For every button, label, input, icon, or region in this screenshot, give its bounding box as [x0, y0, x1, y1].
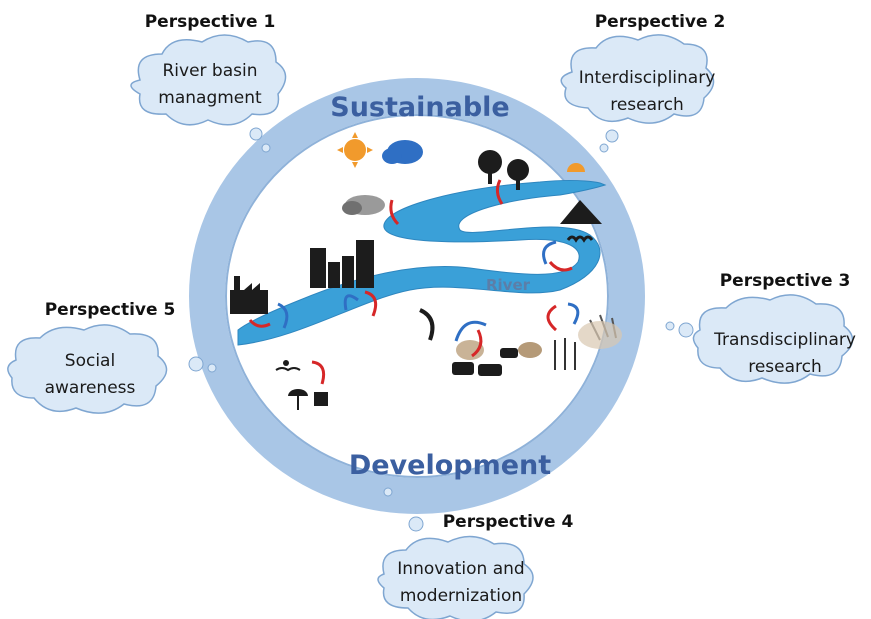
perspective-2-line-1: Interdisciplinary [578, 68, 716, 88]
wetland-icon [566, 235, 594, 243]
perspective-2-line-2: research [610, 95, 684, 115]
perspective-4-line-1: Innovation and [397, 559, 525, 579]
trees-icon [478, 150, 529, 190]
perspective-3-line-2: research [748, 357, 822, 377]
perspective-4-title: Perspective 4 [442, 512, 574, 532]
beach-umbrella-icon [288, 389, 328, 410]
perspective-1-line-1: River basin [162, 61, 258, 81]
cloud-bubble-5 [7, 324, 217, 414]
mountain-icon [560, 200, 602, 224]
cycle-arrow-icon [248, 179, 580, 385]
perspective-1-line-2: managment [158, 88, 262, 108]
sun-icon [337, 132, 373, 168]
cloud-bubble-4 [377, 487, 534, 619]
livestock-icon [452, 348, 518, 376]
ring-label-top: Sustainable [330, 92, 510, 123]
factory-icon [230, 276, 268, 314]
perspective-3-title: Perspective 3 [719, 271, 851, 291]
rain-cloud-icon [382, 140, 423, 164]
ring-label-bottom: Development [348, 450, 552, 481]
cloud-bubble-2 [560, 34, 715, 153]
perspective-5-line-2: awareness [44, 378, 136, 398]
river-label: River [485, 276, 531, 294]
swimmer-icon [275, 360, 301, 372]
cloud-bubble-1 [130, 34, 287, 153]
perspective-5-line-1: Social [64, 351, 116, 371]
perspective-5-title: Perspective 5 [44, 300, 176, 320]
sun-icon [567, 163, 585, 172]
buildings-icon [310, 240, 374, 288]
perspective-2-title: Perspective 2 [594, 12, 726, 32]
perspective-4-line-2: modernization [399, 586, 523, 606]
cloud-bubble-3 [665, 294, 854, 384]
perspective-3-line-1: Transdisciplinary [714, 330, 856, 350]
crops-icon [456, 314, 622, 370]
storm-cloud-icon [342, 195, 385, 215]
river [237, 179, 607, 346]
perspective-1-title: Perspective 1 [144, 12, 276, 32]
ring-inner-edge [225, 114, 609, 478]
sustainability-ring [189, 78, 645, 514]
